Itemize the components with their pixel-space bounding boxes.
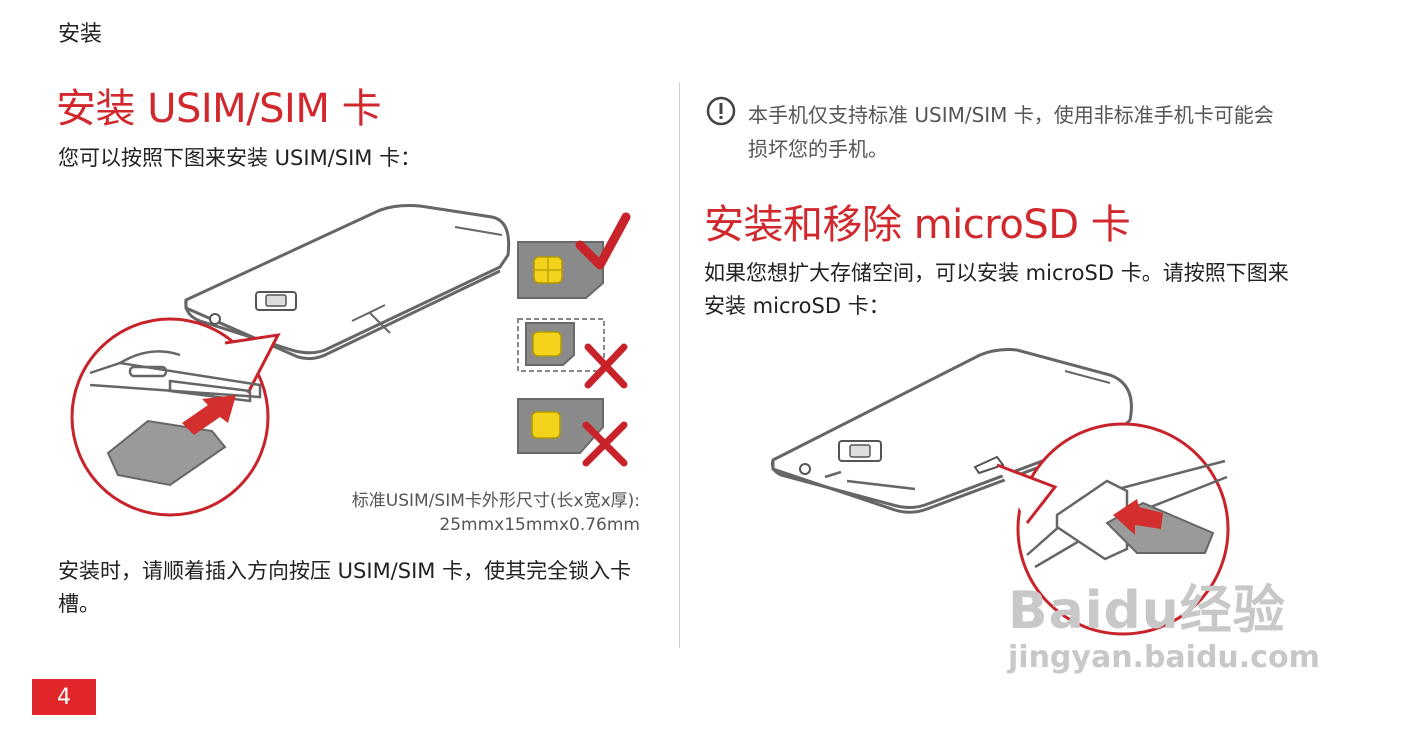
section-header: 安装 [58, 22, 103, 47]
sim-install-illustration [70, 204, 631, 517]
column-divider [679, 82, 680, 648]
usim-title: 安装 USIM/SIM 卡 [56, 86, 382, 132]
usim-instruction: 安装时，请顺着插入方向按压 USIM/SIM 卡，使其完全锁入卡槽。 [58, 559, 632, 616]
sim-wrong-cut [517, 398, 628, 467]
exclamation-circle-icon [706, 96, 736, 126]
insert-arrow [182, 395, 236, 435]
microsd-install-illustration [770, 348, 1230, 636]
caption-line-2: 25mmx15mmx0.76mm [439, 515, 640, 535]
microsd-title: 安装和移除 microSD 卡 [704, 202, 1131, 248]
cross-icon [582, 421, 628, 467]
watermark-url: jingyan.baidu.com [1008, 640, 1320, 675]
usim-intro: 您可以按照下图来安装 USIM/SIM 卡： [58, 146, 422, 170]
microsd-intro: 如果您想扩大存储空间，可以安装 microSD 卡。请按照下图来安装 micro… [704, 261, 1289, 318]
sim-size-caption: 标准USIM/SIM卡外形尺寸(长x宽x厚): 25mmx15mmx0.76mm [290, 489, 640, 537]
checkmark-icon [575, 212, 631, 270]
usim-note: 本手机仅支持标准 USIM/SIM 卡，使用非标准手机卡可能会损坏您的手机。 [748, 103, 1274, 161]
baidu-watermark-logo: Baidu经验 [1008, 581, 1286, 641]
caption-line-1: 标准USIM/SIM卡外形尺寸(长x宽x厚): [351, 491, 640, 511]
sim-wrong-micro [517, 318, 628, 389]
page-number: 4 [32, 679, 96, 715]
cross-icon [584, 343, 628, 389]
phone-drawing [184, 204, 511, 361]
insert-arrow [1113, 499, 1163, 535]
sim-correct [517, 212, 631, 299]
